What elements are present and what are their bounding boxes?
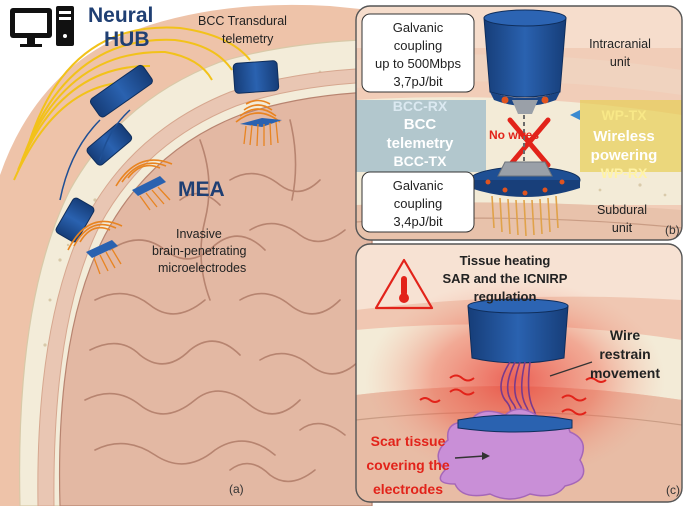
wire-label-line2: restrain [599, 346, 650, 362]
bcc-band [356, 100, 486, 172]
panel-c: Tissue heating SAR and the ICNIRP regula… [355, 243, 683, 503]
neural-hub-label-line2: HUB [104, 28, 150, 51]
scar-label-line1: Scar tissue [371, 433, 446, 449]
bcc-tx-label: BCC-TX [394, 153, 448, 169]
bcc-transdural-device [232, 60, 282, 147]
heating-label-line1: Tissue heating [460, 253, 551, 268]
wireless-label-line1: Wireless [593, 128, 655, 145]
bcc-label-line1: BCC [404, 116, 437, 133]
neural-hub-devices [55, 64, 153, 243]
subdural-label-line2: unit [612, 221, 633, 235]
galvanic-bottom-box [361, 171, 475, 233]
brain-gyri [84, 119, 361, 483]
subdural-unit [469, 161, 581, 237]
warning-heat-icon [374, 258, 434, 310]
galvanic-top-line3: up to 500Mbps [375, 56, 462, 71]
mea-label: MEA [178, 178, 225, 201]
bcc-label-line2: telemetry [387, 135, 454, 152]
panel-c-caption: (c) [666, 483, 680, 497]
bcc-transdural-label-line2: telemetry [222, 32, 274, 46]
panel-b-caption: (b) [665, 223, 680, 237]
subdural-label-line1: Subdural [597, 203, 647, 217]
wp-tx-label: WP-TX [601, 107, 647, 123]
hub-wires [13, 26, 251, 181]
panel-a: Neural HUB BCC Transdural telemetry MEA … [0, 4, 373, 506]
intracranial-unit [483, 9, 567, 114]
wp-rx-label: WP-RX [601, 165, 648, 181]
intracranial-label-line2: unit [610, 55, 631, 69]
invasive-label-line1: Invasive [176, 227, 222, 241]
galvanic-top-line2: coupling [394, 38, 442, 53]
galvanic-bottom-line2: coupling [394, 196, 442, 211]
panel-b: Galvanic coupling up to 500Mbps 3,7pJ/bi… [355, 5, 683, 241]
bcc-transdural-label-line1: BCC Transdural [198, 14, 287, 28]
heating-label-line2: SAR and the ICNIRP [443, 271, 568, 286]
intracranial-unit-c [467, 298, 569, 364]
galvanic-bottom-line3: 3,4pJ/bit [393, 214, 443, 229]
subdural-plate [457, 414, 573, 433]
no-wires-mark [507, 110, 580, 168]
scar-label-line3: electrodes [373, 481, 443, 497]
galvanic-top-line4: 3,7pJ/bit [393, 74, 443, 89]
wireless-label-line2: powering [591, 147, 658, 164]
galvanic-top-line1: Galvanic [393, 20, 444, 35]
invasive-label-line3: microelectrodes [158, 261, 246, 275]
neural-hub-label-line1: Neural [88, 4, 153, 27]
galvanic-bottom-line1: Galvanic [393, 178, 444, 193]
bcc-rx-label: BCC-RX [393, 98, 448, 114]
intracranial-label-line1: Intracranial [589, 37, 651, 51]
wp-band [580, 100, 682, 172]
invasive-label-line2: brain-penetrating [152, 244, 247, 258]
mea-electrodes [67, 159, 173, 275]
computer-icon [10, 6, 74, 47]
scar-label-line2: covering the [366, 457, 449, 473]
wire-label-line3: movement [590, 365, 660, 381]
wire-label-line1: Wire [610, 327, 640, 343]
panel-a-caption: (a) [229, 482, 244, 496]
heating-label-line3: regulation [474, 289, 537, 304]
scar-arrow [454, 452, 490, 460]
no-wires-label: No wires [489, 128, 539, 142]
heat-arrows [419, 374, 607, 416]
galvanic-top-box [361, 13, 475, 93]
